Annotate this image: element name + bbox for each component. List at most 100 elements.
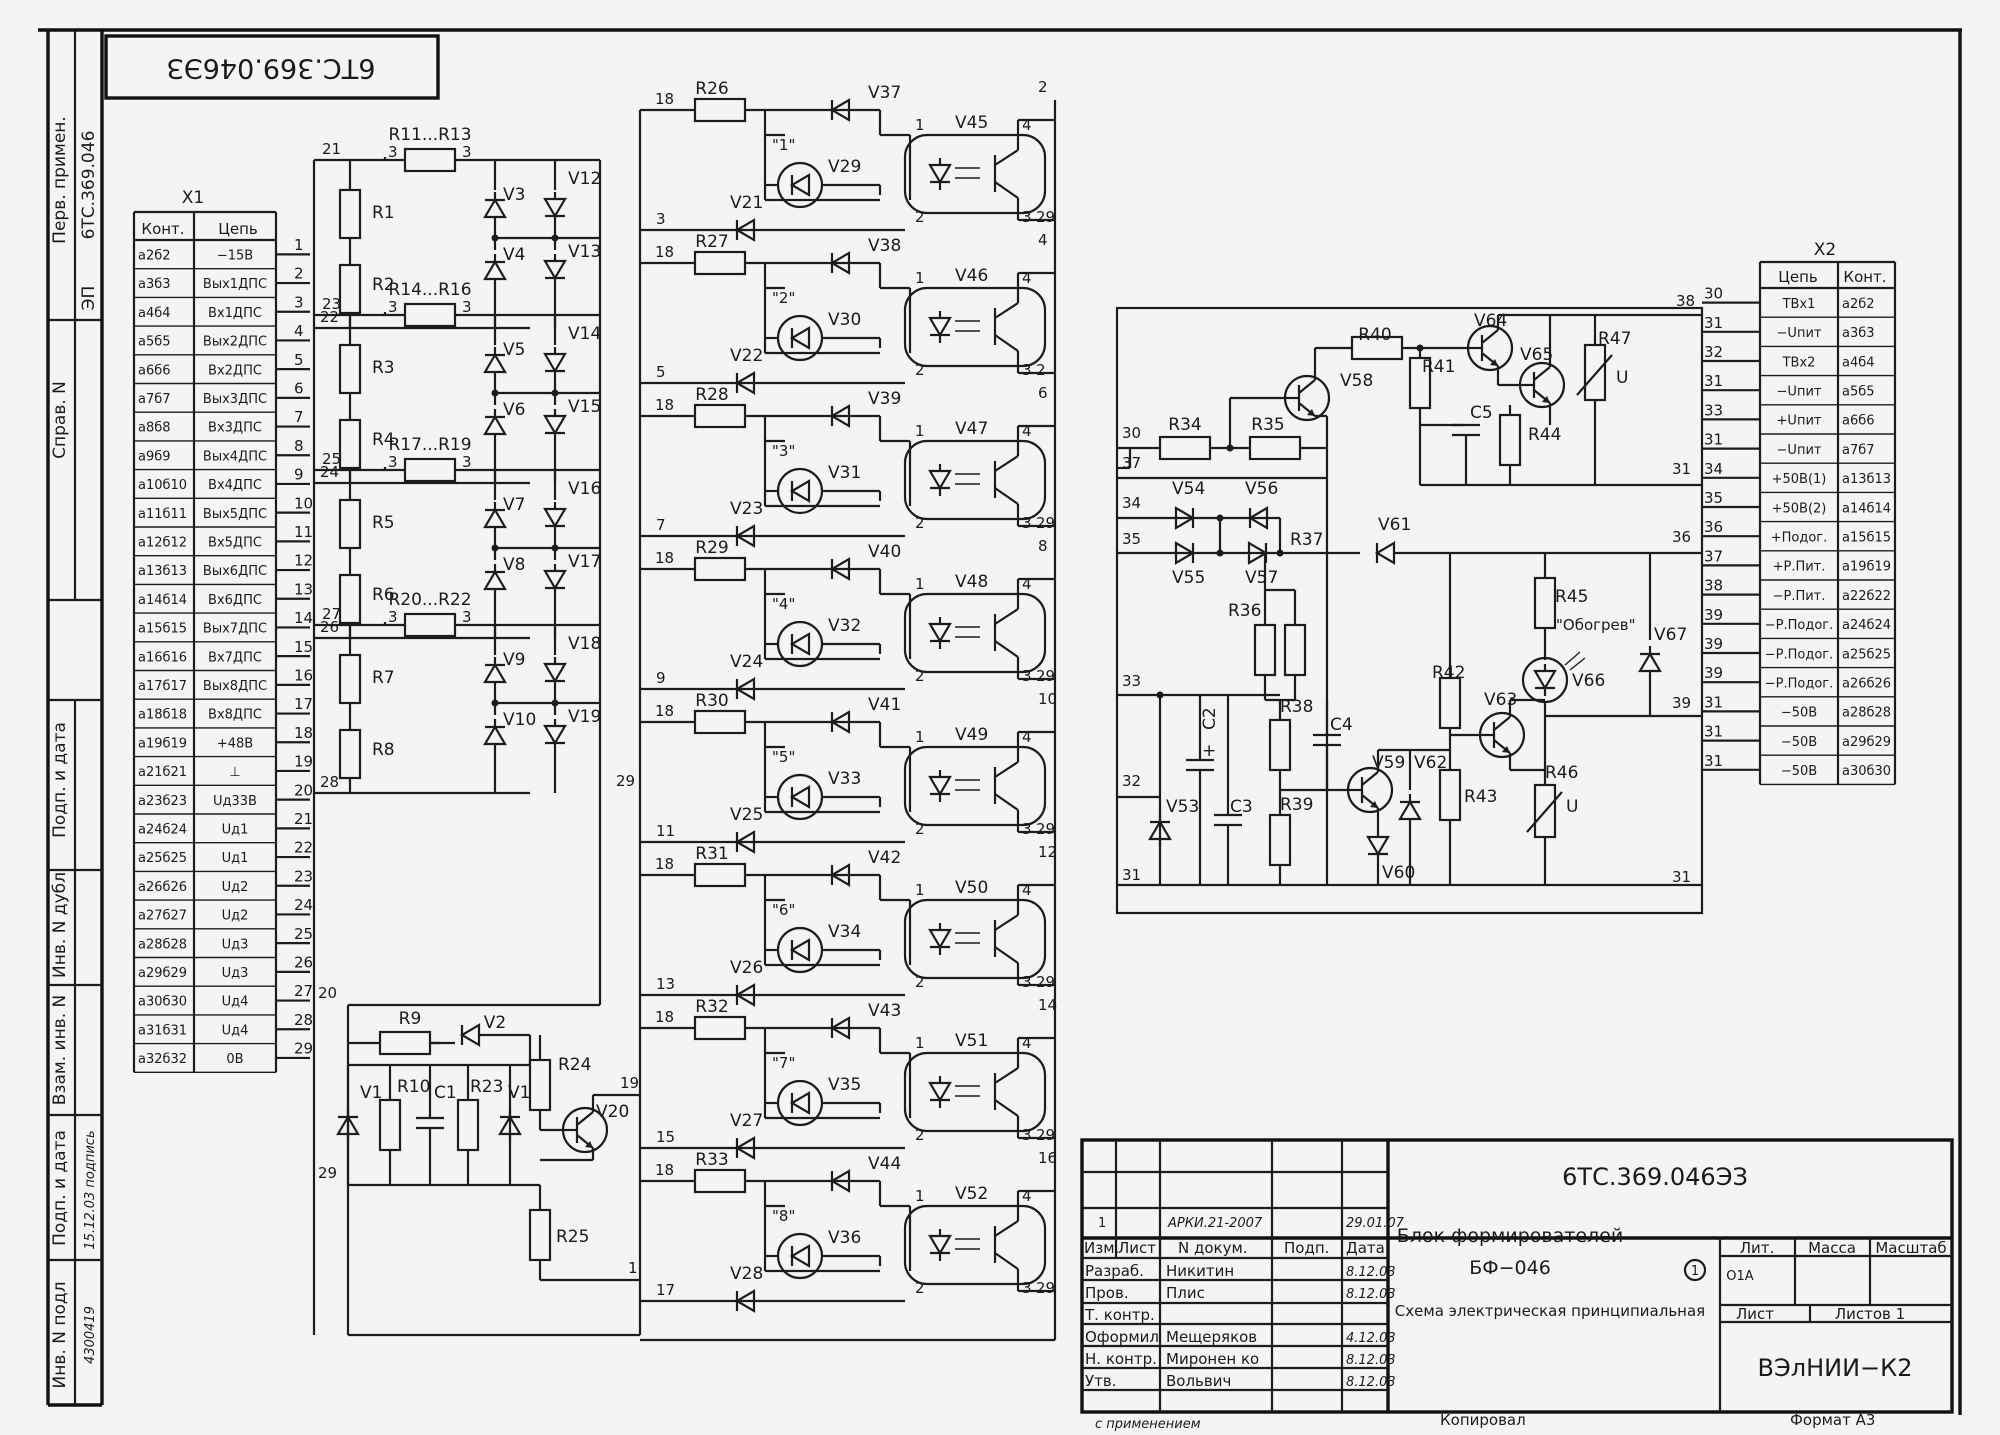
- tb-role-name: Вольвич: [1166, 1372, 1231, 1390]
- top-pin: 27: [322, 605, 341, 623]
- tb-footnote: с применением: [1095, 1417, 1201, 1432]
- opto-pin1: 1: [915, 728, 925, 746]
- x1-row-kont: a8б8: [138, 421, 171, 436]
- n20-label: 20: [318, 984, 337, 1002]
- vopt-label: V45: [955, 113, 988, 133]
- opto-pin2: 2: [915, 1126, 925, 1144]
- obogrev-label: "Обогрев": [1556, 616, 1636, 634]
- side-inv-podl: Инв. N подл: [50, 1282, 70, 1389]
- r-label: R29: [695, 538, 728, 558]
- x1-row-pin: 24: [294, 896, 313, 914]
- r43-label: R43: [1464, 787, 1497, 807]
- vd-label: V28: [730, 1264, 763, 1284]
- opto-pin4: 4: [1022, 881, 1032, 899]
- x2-row-cep: −Uпит: [1777, 326, 1822, 341]
- x2-col-kont: Конт.: [1843, 268, 1886, 286]
- x1-row-cep: Uд4: [222, 1023, 249, 1038]
- r9-label: R9: [399, 1009, 422, 1029]
- r-a-label: R3: [372, 358, 395, 378]
- vled-label: V38: [868, 236, 901, 256]
- x1-row-kont: a23б23: [138, 794, 187, 809]
- pin-mid: 7: [656, 516, 666, 534]
- x2-row-pin: 31: [1704, 693, 1723, 711]
- q-label: "6": [772, 901, 795, 919]
- tb-name3: Схема электрическая принципиальная: [1395, 1302, 1705, 1320]
- x2-row-pin: 34: [1704, 460, 1723, 478]
- pin-mid: 17: [656, 1281, 675, 1299]
- vd-label: V23: [730, 499, 763, 519]
- tb-role-date: 8.12.03: [1346, 1375, 1396, 1390]
- v54-label: V54: [1172, 479, 1205, 499]
- input-protection-group: R9 V2 V1 R10 C1 R23 V11 R24: [318, 772, 640, 1335]
- r46-u-label: U: [1566, 797, 1578, 817]
- pin-39: 39: [1672, 694, 1691, 712]
- r10-label: R10: [397, 1077, 430, 1097]
- vled-label: V43: [868, 1001, 901, 1021]
- tb-role: Пров.: [1085, 1284, 1129, 1302]
- q-label: "3": [772, 442, 795, 460]
- bot-pin: 26: [320, 618, 339, 636]
- x2-row-cep: +50В(2): [1772, 501, 1827, 516]
- pin-32: 32: [1122, 772, 1141, 790]
- c1-label: C1: [434, 1083, 457, 1103]
- n1-label: 1: [628, 1259, 638, 1277]
- x1-row-cep: Вых4ДПС: [203, 449, 267, 464]
- x1-row-kont: a24б24: [138, 823, 187, 838]
- tb-role: Оформил: [1085, 1328, 1159, 1346]
- x1-row-pin: 19: [294, 753, 313, 771]
- rotated-designation-box: [104, 34, 440, 100]
- x1-row-cep: Вых8ДПС: [203, 679, 267, 694]
- opto-pin3: 3: [1022, 973, 1032, 991]
- x1-row-cep: Uд3: [222, 966, 249, 981]
- x2-row-pin: 30: [1704, 285, 1723, 303]
- tb-name1: Блок формирователей: [1397, 1225, 1623, 1247]
- x1-row-pin: 13: [294, 580, 313, 598]
- v20-label: V20: [596, 1102, 629, 1122]
- v67-label: V67: [1654, 625, 1687, 645]
- x2-row-cep: +Подог.: [1771, 530, 1828, 545]
- opto-pin3: 3: [1022, 514, 1032, 532]
- r-b-label: R4: [372, 430, 395, 450]
- pin-out: 16: [1038, 1149, 1057, 1167]
- n29b-label: 29: [616, 772, 635, 790]
- x2-row-pin: 36: [1704, 518, 1723, 536]
- opto-pin4: 4: [1022, 422, 1032, 440]
- tb-listov: Листов 1: [1835, 1305, 1905, 1323]
- v53-label: V53: [1166, 797, 1199, 817]
- x1-row-cep: Вх6ДПС: [208, 593, 262, 608]
- v-d-label: V19: [568, 707, 601, 727]
- opto-pin4: 4: [1022, 728, 1032, 746]
- vind-label: V35: [828, 1075, 861, 1095]
- vd-label: V22: [730, 346, 763, 366]
- pin-e: 29: [1036, 973, 1055, 991]
- r38-label: R38: [1280, 697, 1313, 717]
- r25-label: R25: [556, 1227, 589, 1247]
- pin-31-bottom: 31: [1672, 868, 1691, 886]
- x2-col-cep: Цепь: [1778, 268, 1818, 286]
- x2-row-kont: a29б29: [1842, 735, 1891, 750]
- x2-row-cep: −Р.Подог.: [1765, 676, 1834, 691]
- tb-kopiroval: Копировал: [1440, 1411, 1526, 1429]
- vopt-label: V46: [955, 266, 988, 286]
- r47-label: R47: [1598, 329, 1631, 349]
- pin-e: 2: [1036, 361, 1046, 379]
- v-a-label: V7: [503, 495, 525, 515]
- vopt-label: V48: [955, 572, 988, 592]
- r39-label: R39: [1280, 795, 1313, 815]
- pin-mid: 15: [656, 1128, 675, 1146]
- x1-col-cep: Цепь: [218, 220, 258, 238]
- x1-row-pin: 2: [294, 265, 304, 283]
- q-label: "1": [772, 136, 795, 154]
- x1-row-pin: 8: [294, 437, 304, 455]
- x2-row-pin: 31: [1704, 723, 1723, 741]
- tb-rev-num: 1: [1098, 1216, 1106, 1231]
- vled-label: V41: [868, 695, 901, 715]
- pin-out: 12: [1038, 843, 1057, 861]
- opto-pin1: 1: [915, 422, 925, 440]
- top-pin: 23: [322, 295, 341, 313]
- x1-row-pin: 12: [294, 552, 313, 570]
- r37-label: R37: [1290, 530, 1323, 550]
- x1-row-kont: a10б10: [138, 478, 187, 493]
